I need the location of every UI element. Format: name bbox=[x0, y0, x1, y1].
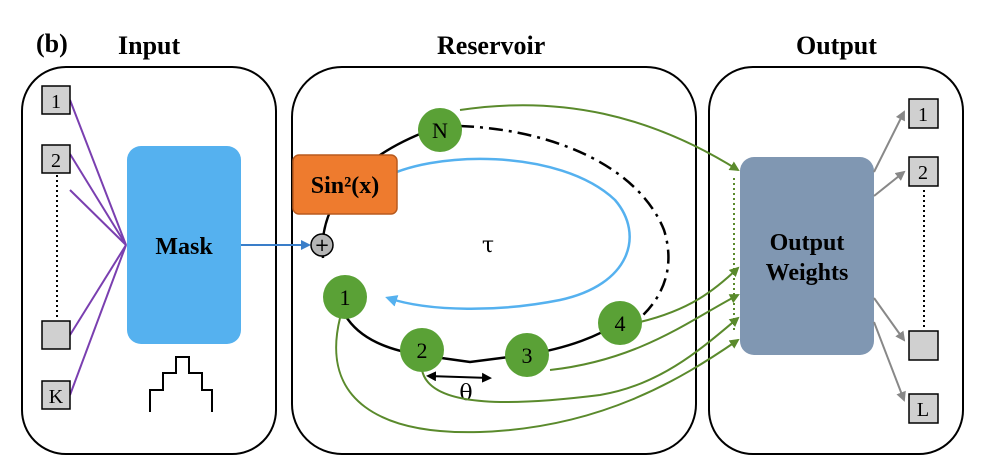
delay-label: τ bbox=[482, 233, 494, 258]
svg-text:2: 2 bbox=[918, 162, 928, 184]
header-output: Output bbox=[796, 31, 877, 60]
svg-text:K: K bbox=[49, 386, 64, 408]
svg-text:1: 1 bbox=[918, 104, 928, 126]
input-item: 2 bbox=[41, 144, 71, 174]
mask-waveform-icon bbox=[149, 356, 213, 412]
panel-label: (b) bbox=[36, 29, 68, 58]
readout-lines bbox=[335, 104, 740, 434]
mask-block: Mask bbox=[127, 146, 241, 344]
svg-text:Sin²(x): Sin²(x) bbox=[311, 173, 380, 199]
feedback-loop bbox=[379, 157, 631, 310]
reservoir-node-n: N bbox=[418, 108, 462, 152]
input-item: K bbox=[41, 380, 71, 410]
svg-text:1: 1 bbox=[340, 285, 351, 310]
sum-node: + bbox=[310, 233, 334, 257]
input-item: 1 bbox=[41, 85, 71, 115]
output-lines bbox=[873, 110, 906, 402]
svg-text:3: 3 bbox=[522, 343, 533, 368]
nonlinearity-block: Sin²(x) bbox=[292, 154, 398, 215]
reservoir-node-1: 1 bbox=[323, 275, 367, 319]
svg-text:Mask: Mask bbox=[155, 234, 213, 260]
input-item bbox=[41, 320, 71, 350]
output-item bbox=[908, 330, 939, 361]
node-spacing-label: θ bbox=[459, 381, 472, 406]
header-input: Input bbox=[118, 31, 180, 60]
reservoir-node-3: 3 bbox=[505, 333, 549, 377]
output-item: 1 bbox=[908, 98, 939, 129]
delay-loop-dashed bbox=[459, 124, 670, 319]
input-lines bbox=[69, 99, 127, 396]
svg-text:N: N bbox=[432, 118, 448, 143]
svg-text:Output: Output bbox=[770, 230, 845, 256]
plus-icon: + bbox=[314, 235, 329, 256]
reservoir-node-4: 4 bbox=[598, 301, 642, 345]
svg-text:2: 2 bbox=[417, 338, 428, 363]
svg-text:1: 1 bbox=[51, 91, 61, 113]
node-spacing-arrow bbox=[426, 371, 492, 383]
svg-text:Weights: Weights bbox=[766, 260, 849, 286]
svg-text:4: 4 bbox=[615, 311, 626, 336]
svg-text:L: L bbox=[917, 399, 929, 421]
svg-text:2: 2 bbox=[51, 150, 61, 172]
reservoir-node-2: 2 bbox=[400, 328, 444, 372]
output-item: L bbox=[908, 393, 939, 424]
output-item: 2 bbox=[908, 156, 939, 187]
output-weights-block: Output Weights bbox=[740, 157, 874, 355]
header-reservoir: Reservoir bbox=[437, 31, 545, 60]
